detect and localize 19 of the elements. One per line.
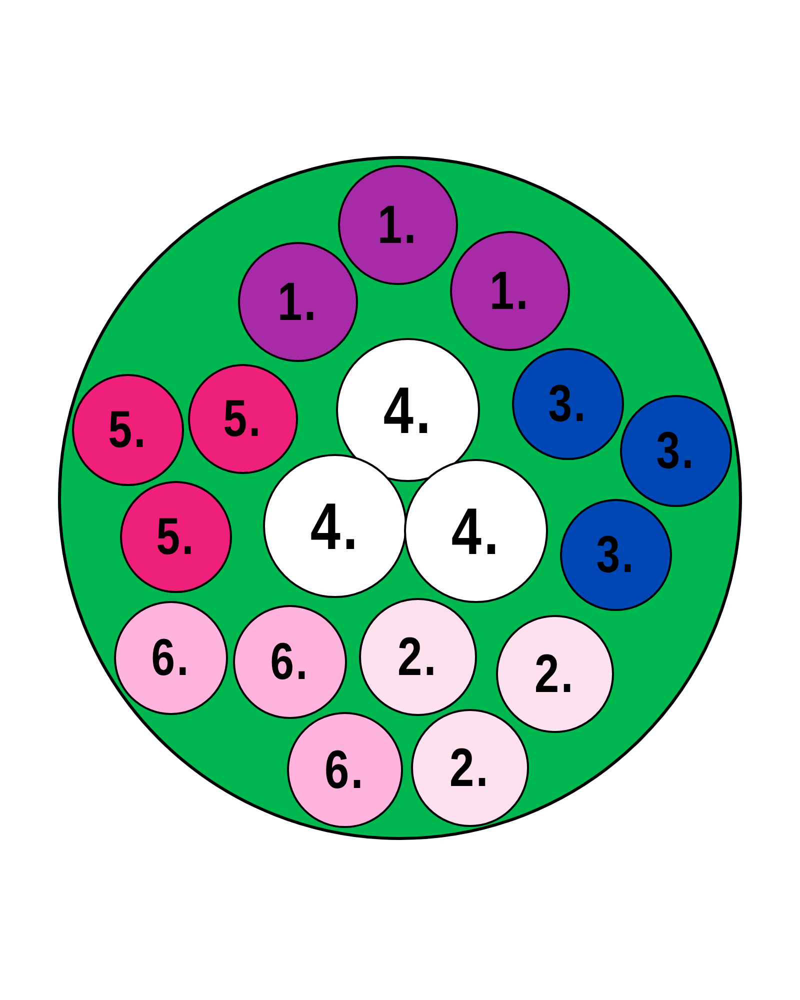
circle-number: 4. — [451, 498, 501, 564]
circle-number: 2. — [450, 741, 490, 795]
circle-number: 3. — [596, 529, 636, 581]
numbered-circle — [620, 395, 732, 507]
circle-number: 6. — [324, 743, 366, 797]
circle-number: 1. — [378, 198, 418, 252]
circle-number: 5. — [156, 511, 196, 563]
circle-number: 5. — [224, 393, 262, 445]
circle-number: 6. — [152, 632, 190, 684]
circle-number: 3. — [656, 425, 696, 477]
circle-number: 2. — [398, 630, 438, 684]
circle-number: 4. — [383, 377, 433, 443]
circle-number: 1. — [490, 264, 530, 318]
circle-number: 4. — [310, 493, 360, 559]
circle-number: 2. — [534, 647, 576, 701]
circle-number: 1. — [278, 275, 318, 329]
circle-number: 3. — [548, 378, 588, 430]
circle-number: 5. — [108, 404, 148, 456]
circle-number: 6. — [270, 636, 310, 688]
